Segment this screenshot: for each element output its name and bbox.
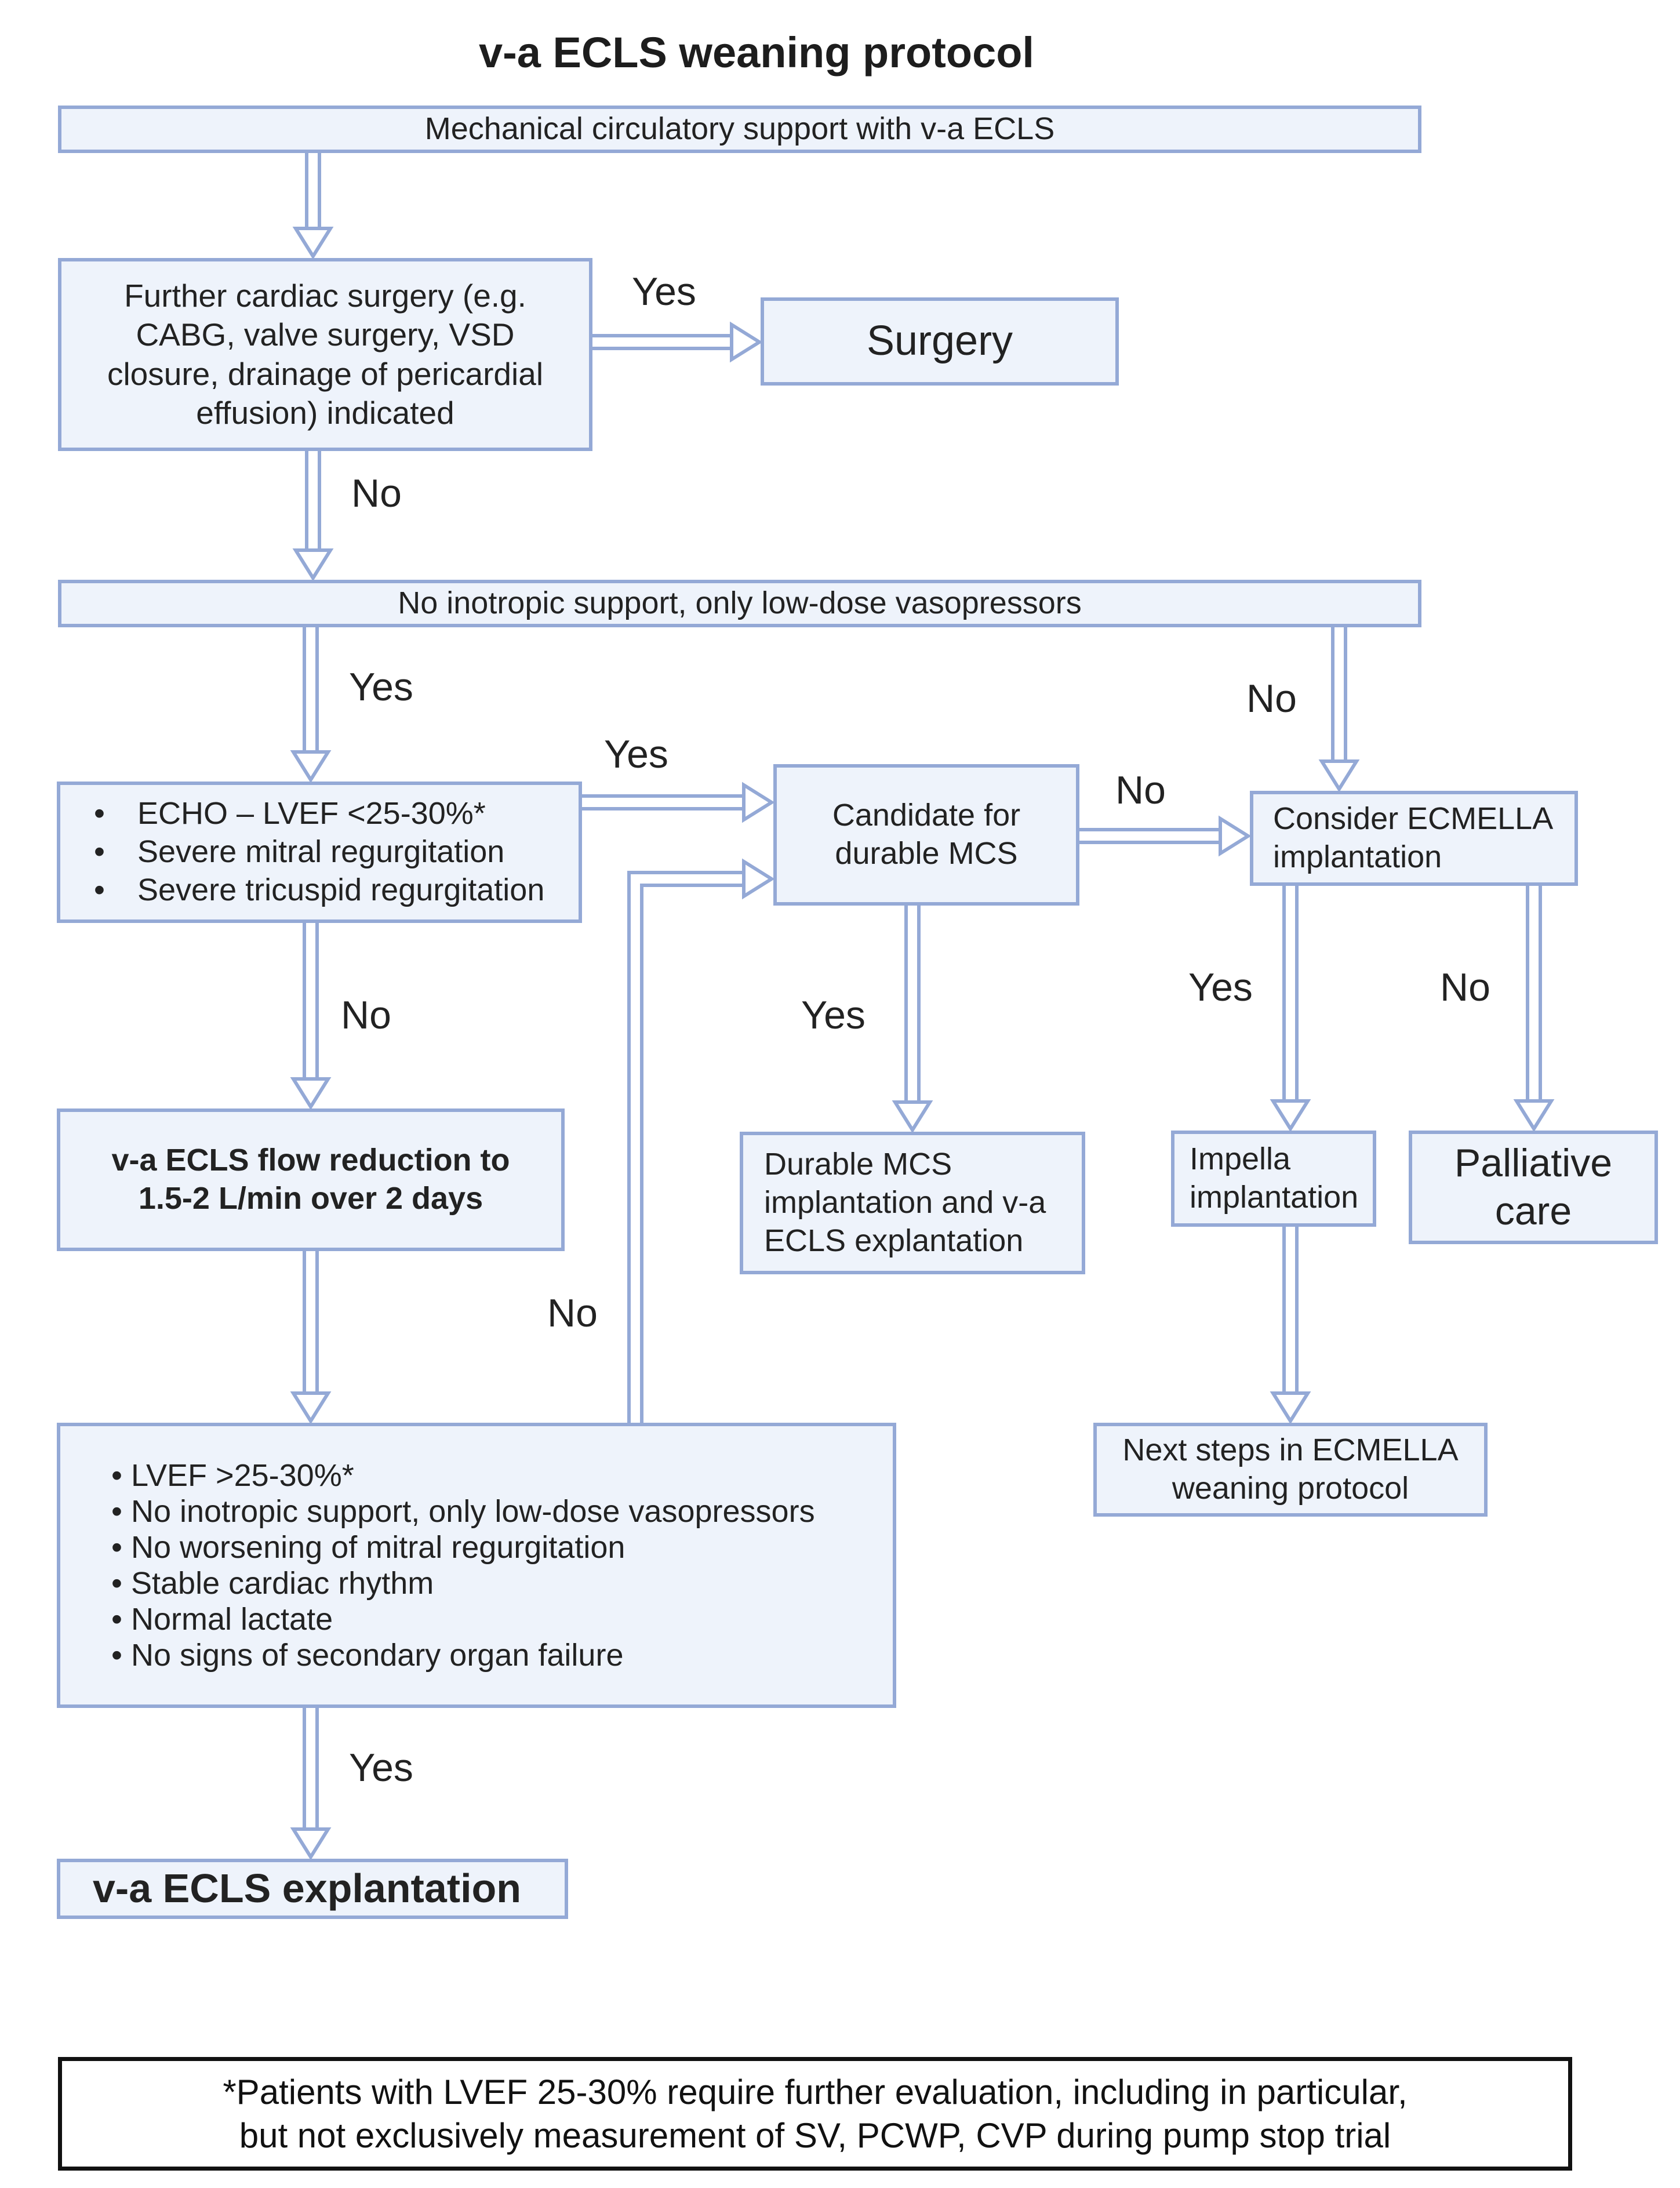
weaning-criteria-item: •No worsening of mitral regurgitation xyxy=(111,1529,626,1565)
diagram-title: v-a ECLS weaning protocol xyxy=(479,28,1034,77)
arrow-ecmella-no xyxy=(1513,886,1555,1132)
footnote-line: but not exclusively measurement of SV, P… xyxy=(239,2116,1391,2155)
node-weaning-criteria: •LVEF >25-30%* •No inotropic support, on… xyxy=(57,1423,896,1708)
arrow-criteria-no xyxy=(627,858,775,1423)
node-next-steps-line: weaning protocol xyxy=(1172,1471,1409,1506)
node-surgery-question-line: effusion) indicated xyxy=(196,394,454,431)
edge-label-ecmella-no: No xyxy=(1440,965,1490,1009)
node-ecls-explantation: v-a ECLS explantation xyxy=(57,1859,568,1919)
node-durable-mcs-line: ECLS explantation xyxy=(764,1223,1024,1258)
node-impella-implantation: Impella implantation xyxy=(1171,1131,1376,1227)
node-inotropic-support-text: No inotropic support, only low-dose vaso… xyxy=(398,586,1082,621)
node-mcs-support: Mechanical circulatory support with v-a … xyxy=(58,106,1421,153)
arrow-echo-yes xyxy=(582,782,775,823)
node-candidate-line: durable MCS xyxy=(835,836,1018,871)
node-surgery-text: Surgery xyxy=(866,318,1013,365)
node-candidate-durable-mcs: Candidate for durable MCS xyxy=(773,764,1079,906)
node-explantation-text: v-a ECLS explantation xyxy=(93,1866,522,1911)
node-palliative-line: care xyxy=(1494,1189,1572,1233)
node-flow-reduction-line: v-a ECLS flow reduction to xyxy=(111,1143,510,1178)
echo-criteria-item: •Severe tricuspid regurgitation xyxy=(94,872,545,907)
node-consider-ecmella-line: Consider ECMELLA xyxy=(1273,801,1554,837)
arrow-surgery-yes xyxy=(592,321,763,363)
footnote-line: *Patients with LVEF 25-30% require furth… xyxy=(223,2073,1408,2111)
node-consider-ecmella: Consider ECMELLA implantation xyxy=(1250,791,1578,886)
edge-label-candidate-yes: Yes xyxy=(801,993,866,1037)
node-durable-mcs-implantation: Durable MCS implantation and v-a ECLS ex… xyxy=(740,1132,1085,1274)
weaning-criteria-item: •No signs of secondary organ failure xyxy=(111,1638,624,1673)
node-mcs-support-text: Mechanical circulatory support with v-a … xyxy=(424,111,1055,147)
node-surgery-question-line: Further cardiac surgery (e.g. xyxy=(124,278,526,314)
arrow-echo-no xyxy=(290,923,332,1110)
node-inotropic-support: No inotropic support, only low-dose vaso… xyxy=(58,580,1421,627)
edge-label-criteria-no: No xyxy=(547,1291,598,1335)
arrow-start-to-surgery-question xyxy=(292,153,334,260)
arrow-criteria-yes xyxy=(290,1708,332,1860)
node-flow-reduction-line: 1.5-2 L/min over 2 days xyxy=(138,1181,483,1216)
edge-label-echo-yes: Yes xyxy=(604,732,668,776)
arrow-candidate-yes xyxy=(892,906,933,1133)
edge-label-candidate-no: No xyxy=(1115,768,1166,812)
arrow-candidate-no xyxy=(1079,815,1252,857)
arrow-inotropic-yes xyxy=(290,627,332,783)
weaning-criteria-item: •Stable cardiac rhythm xyxy=(111,1566,434,1601)
weaning-criteria-list: •LVEF >25-30%* •No inotropic support, on… xyxy=(111,1458,815,1674)
weaning-criteria-item: •Normal lactate xyxy=(111,1602,333,1637)
weaning-criteria-item: •LVEF >25-30%* xyxy=(111,1458,354,1493)
edge-label-criteria-yes: Yes xyxy=(349,1746,413,1790)
edge-label-inotropic-yes: Yes xyxy=(349,665,413,709)
node-surgery-question-line: closure, drainage of pericardial xyxy=(107,355,544,392)
echo-criteria-item: •Severe mitral regurgitation xyxy=(94,834,505,870)
arrow-surgery-no xyxy=(292,451,334,581)
node-echo-criteria: •ECHO – LVEF <25-30%* •Severe mitral reg… xyxy=(57,782,582,923)
node-consider-ecmella-line: implantation xyxy=(1273,839,1442,874)
node-candidate-line: Candidate for xyxy=(832,798,1021,833)
arrow-inotropic-no xyxy=(1318,627,1360,793)
edge-label-surgery-yes: Yes xyxy=(632,270,696,314)
node-durable-mcs-line: Durable MCS xyxy=(764,1147,952,1182)
echo-criteria-list: •ECHO – LVEF <25-30%* •Severe mitral reg… xyxy=(94,795,544,910)
node-palliative-care: Palliative care xyxy=(1409,1131,1658,1244)
node-surgery-question: Further cardiac surgery (e.g. CABG, valv… xyxy=(58,258,592,451)
edge-label-ecmella-yes: Yes xyxy=(1188,965,1253,1009)
arrow-flow-to-criteria xyxy=(290,1251,332,1424)
footnote-box: *Patients with LVEF 25-30% require furth… xyxy=(58,2057,1572,2171)
node-next-steps-line: Next steps in ECMELLA xyxy=(1122,1433,1459,1468)
node-next-steps-ecmella: Next steps in ECMELLA weaning protocol xyxy=(1093,1423,1488,1517)
edge-label-inotropic-no: No xyxy=(1246,677,1297,721)
node-impella-line: implantation xyxy=(1190,1180,1359,1215)
echo-criteria-item: •ECHO – LVEF <25-30%* xyxy=(94,796,486,831)
node-surgery: Surgery xyxy=(761,297,1119,386)
arrow-ecmella-yes xyxy=(1270,886,1311,1132)
node-impella-line: Impella xyxy=(1190,1142,1291,1177)
edge-label-surgery-no: No xyxy=(351,471,402,515)
node-surgery-question-line: CABG, valve surgery, VSD xyxy=(136,317,515,353)
arrow-impella-to-next xyxy=(1270,1227,1311,1424)
node-palliative-line: Palliative xyxy=(1454,1141,1613,1186)
node-durable-mcs-line: implantation and v-a xyxy=(764,1185,1046,1220)
edge-label-echo-no: No xyxy=(341,993,391,1037)
weaning-criteria-item: •No inotropic support, only low-dose vas… xyxy=(111,1493,815,1529)
node-flow-reduction: v-a ECLS flow reduction to 1.5-2 L/min o… xyxy=(57,1108,565,1251)
